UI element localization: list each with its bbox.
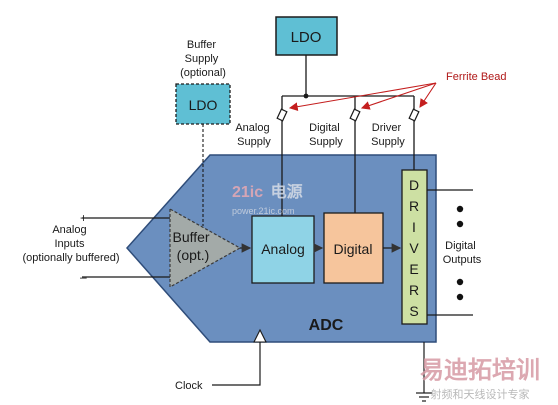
- svg-text:射频和天线设计专家: 射频和天线设计专家: [431, 387, 530, 401]
- ferrite-bead-driver: [408, 108, 420, 122]
- buffer-triangle: [169, 207, 242, 289]
- digital-output-lines: [427, 189, 473, 316]
- ldo-buffer-box: [175, 83, 231, 125]
- drivers-block: [401, 169, 428, 325]
- analog-inputs-label: Analog Inputs (optionally buffered): [22, 224, 119, 264]
- analog-input-lines: [82, 217, 172, 278]
- ldo-buffer-label: LDO: [189, 97, 218, 113]
- svg-text:R: R: [409, 198, 419, 214]
- analog-block: [251, 215, 315, 284]
- buffer-label: Buffer (opt.): [173, 229, 214, 263]
- svg-text:S: S: [409, 303, 418, 319]
- clock-line: [212, 342, 261, 386]
- buffer-supply-label: Buffer Supply (optional): [180, 39, 226, 79]
- svg-text:E: E: [409, 261, 418, 277]
- adc-label: ADC: [309, 317, 344, 334]
- ldo-main-box: [275, 16, 338, 56]
- ferrite-beads: [276, 108, 420, 122]
- svg-text:21ic 电源: 21ic 电源: [232, 182, 303, 201]
- minus-sign: –: [80, 270, 87, 284]
- plus-sign: +: [80, 211, 87, 225]
- digital-outputs-label: Digital Outputs: [443, 240, 482, 266]
- ldo-main-label: LDO: [291, 29, 322, 46]
- svg-text:I: I: [412, 219, 416, 235]
- ferrite-bead-digital: [349, 108, 361, 122]
- svg-text:R: R: [409, 282, 419, 298]
- digital-output-dots: [456, 205, 464, 301]
- analog-supply-label: Analog Supply: [235, 122, 272, 148]
- ferrite-bead-analog: [276, 108, 288, 122]
- junction-dot: [303, 93, 309, 99]
- analog-block-label: Analog: [261, 241, 305, 257]
- svg-text:power.21ic.com: power.21ic.com: [232, 206, 295, 216]
- digital-block: [323, 212, 384, 284]
- clock-label: Clock: [175, 380, 203, 392]
- digital-supply-label: Digital Supply: [309, 122, 343, 148]
- svg-text:V: V: [409, 240, 419, 256]
- svg-text:易迪拓培训: 易迪拓培训: [420, 356, 540, 384]
- ferrite-arrows: [288, 82, 437, 112]
- watermark-corner: 易迪拓培训 射频和天线设计专家: [420, 356, 540, 401]
- digital-block-label: Digital: [334, 241, 373, 257]
- ground-icon: [416, 392, 432, 402]
- drivers-letters: D R I V E R S: [409, 177, 419, 319]
- watermark-21ic: 21ic 电源 power.21ic.com: [232, 182, 303, 216]
- ferrite-bead-label: Ferrite Bead: [446, 71, 507, 83]
- driver-supply-label: Driver Supply: [371, 122, 405, 148]
- svg-text:D: D: [409, 177, 419, 193]
